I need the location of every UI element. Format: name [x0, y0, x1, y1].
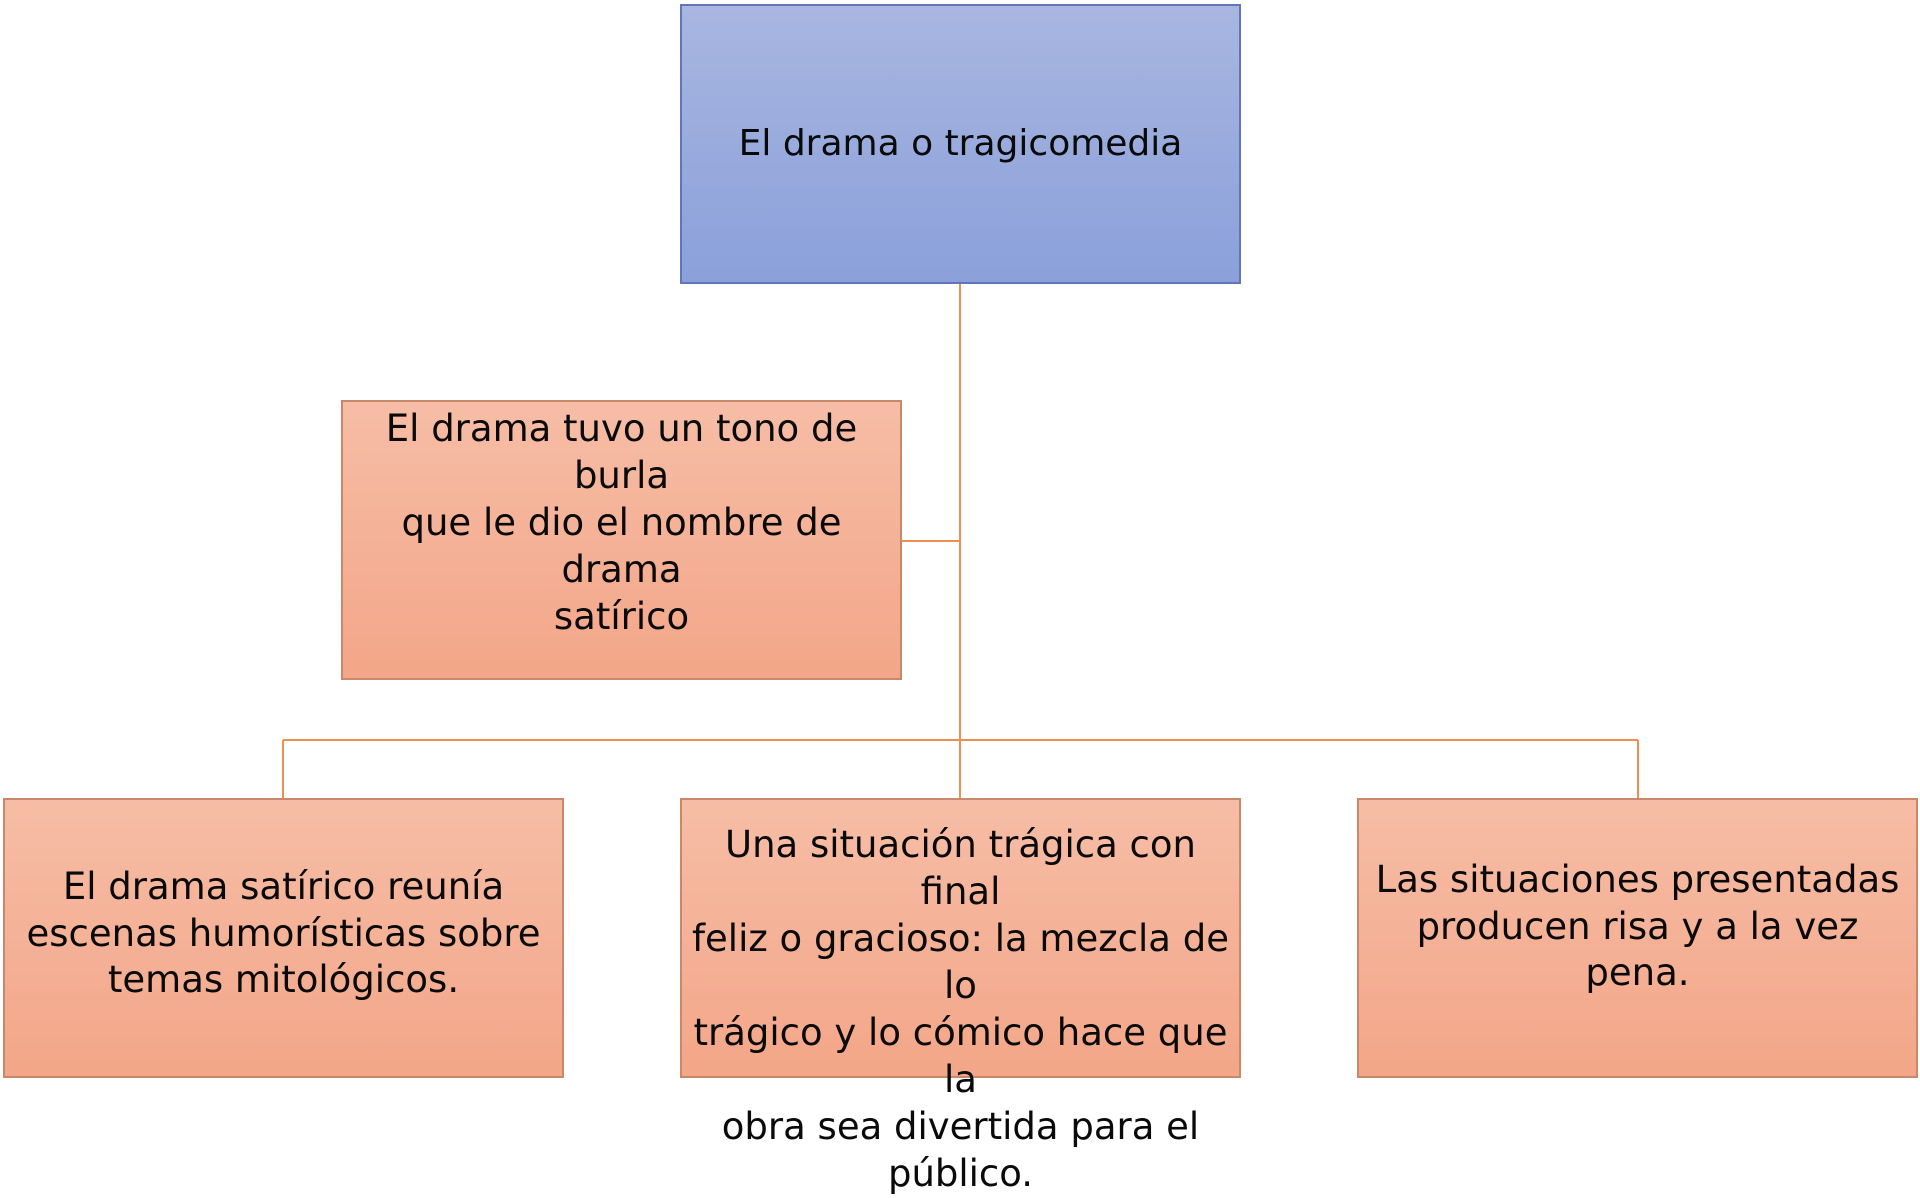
- node-bottom-right: Las situaciones presentadas producen ris…: [1357, 798, 1918, 1078]
- node-bottom-center-text: Una situación trágica con final feliz o …: [692, 823, 1229, 1195]
- node-bottom-center: Una situación trágica con final feliz o …: [680, 798, 1241, 1195]
- org-chart-diagram: El drama o tragicomedia El drama tuvo un…: [3, 4, 1918, 1195]
- node-bottom-left: El drama satírico reunía escenas humorís…: [3, 798, 564, 1078]
- node-side-text: El drama tuvo un tono de burla que le di…: [385, 407, 858, 638]
- node-bottom-right-text: Las situaciones presentadas producen ris…: [1375, 857, 1900, 995]
- node-root-drama-tragicomedia: El drama o tragicomedia: [680, 4, 1241, 284]
- node-bottom-left-text: El drama satírico reunía escenas humorís…: [26, 864, 541, 1002]
- node-side-drama-satirico: El drama tuvo un tono de burla que le di…: [341, 400, 902, 680]
- node-root-text: El drama o tragicomedia: [738, 123, 1183, 165]
